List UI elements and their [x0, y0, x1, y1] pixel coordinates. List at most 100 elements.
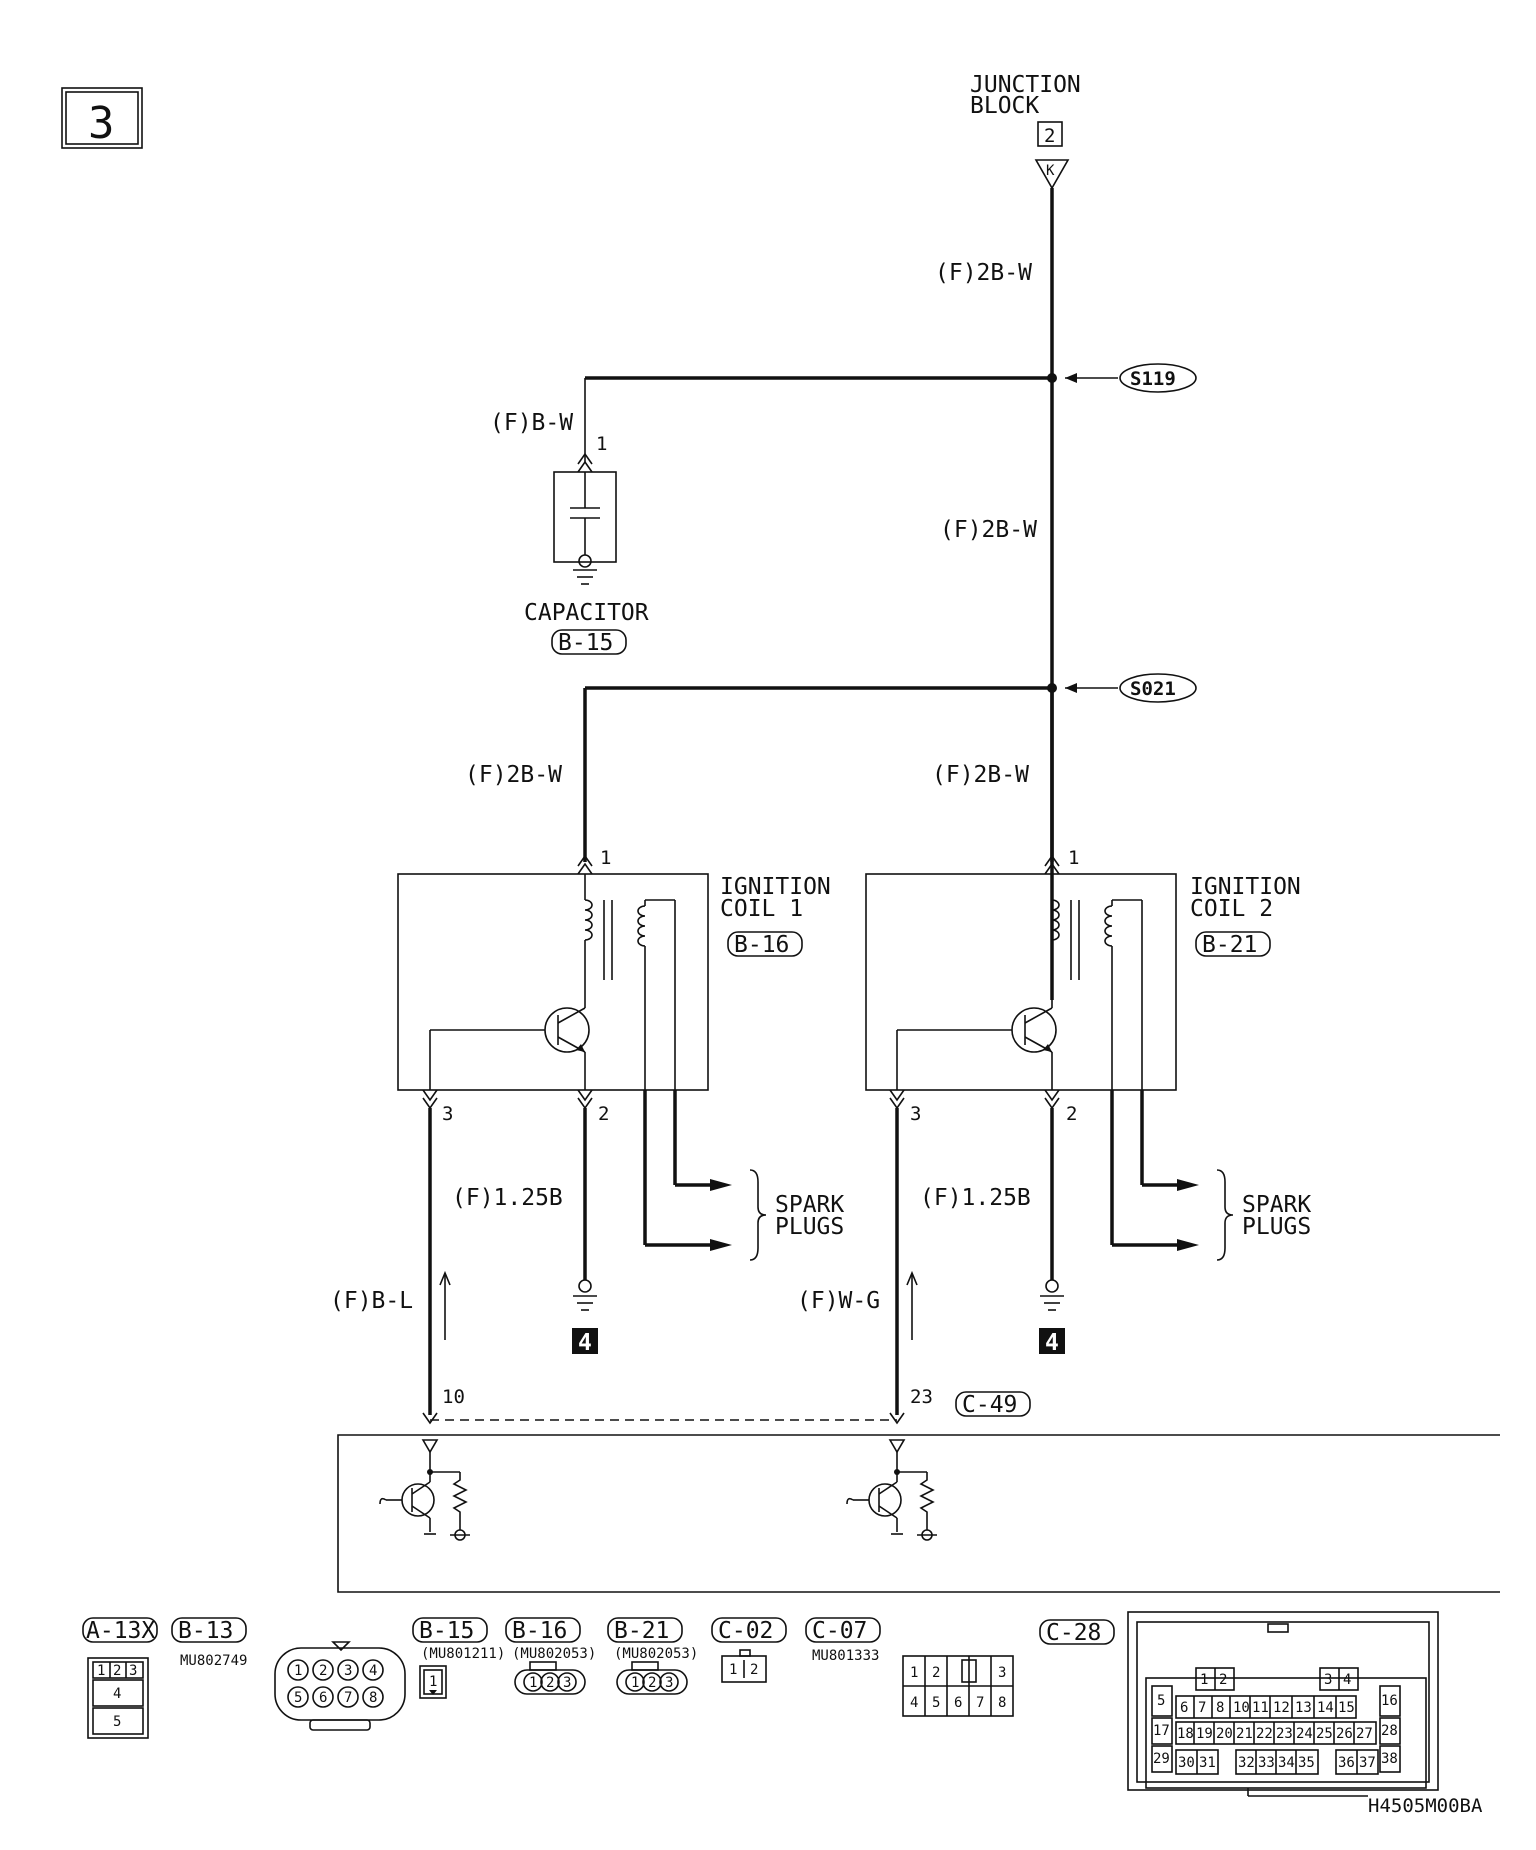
capacitor: (F)B-W 1 CAPACITOR B-15 — [490, 378, 649, 656]
junction-block-connector-letter: K — [1046, 163, 1055, 179]
coil1-feed-wire-label: (F)2B-W — [465, 762, 562, 788]
c02-pin-2: 2 — [750, 1662, 758, 1678]
b13-part-number: MU802749 — [180, 1653, 247, 1669]
a13x-pin-3: 3 — [129, 1663, 137, 1679]
connector-view-a13x: A-13X 1 2 3 4 5 — [82, 1617, 158, 1739]
b13-pin-8: 8 — [369, 1690, 377, 1706]
c07-pin-3: 3 — [998, 1665, 1006, 1681]
c28-label: C-28 — [1046, 1620, 1101, 1646]
junction-block-label-line2: BLOCK — [970, 93, 1039, 119]
capacitor-pin-1: 1 — [596, 433, 607, 455]
coil2-signal-wire-label: (F)W-G — [797, 1288, 880, 1314]
coil2-feed-wire-label: (F)2B-W — [932, 762, 1029, 788]
c28-pin-5: 5 — [1157, 1693, 1165, 1709]
connector-view-c02: C-02 1 2 — [711, 1617, 787, 1683]
coil1-ground-wire-label: (F)1.25B — [452, 1185, 563, 1211]
c28-pin-16: 16 — [1381, 1693, 1398, 1709]
c07-part-number: MU801333 — [812, 1648, 879, 1664]
c28-pin-20: 20 — [1216, 1726, 1233, 1742]
s021-pointer-arrow — [1065, 683, 1077, 693]
c07-pin-8: 8 — [998, 1695, 1006, 1711]
coil2-ground-ref: 4 — [1045, 1330, 1059, 1356]
c07-pin-7: 7 — [976, 1695, 984, 1711]
c28-pin-2: 2 — [1219, 1672, 1227, 1688]
b13-pin-3: 3 — [344, 1663, 352, 1679]
c28-pin-29: 29 — [1153, 1751, 1170, 1767]
c28-pin-24: 24 — [1296, 1726, 1313, 1742]
b16-pin-1: 1 — [529, 1675, 537, 1691]
coil2-name-line2: COIL 2 — [1190, 896, 1273, 922]
page-number: 3 — [88, 98, 115, 149]
ecu-connector-label: C-49 — [962, 1392, 1017, 1418]
coil1-pin-3: 3 — [442, 1103, 453, 1125]
c28-pin-13: 13 — [1295, 1700, 1312, 1716]
b13-pin-2: 2 — [319, 1663, 327, 1679]
c28-pin-26: 26 — [1336, 1726, 1353, 1742]
c28-pin-19: 19 — [1196, 1726, 1213, 1742]
c28-pin-7: 7 — [1198, 1700, 1206, 1716]
c28-pin-3: 3 — [1324, 1672, 1332, 1688]
c28-pin-30: 30 — [1178, 1755, 1195, 1771]
a13x-label: A-13X — [86, 1618, 155, 1644]
junction-block: JUNCTION BLOCK 2 K — [970, 72, 1081, 190]
b16-pin-3: 3 — [563, 1675, 571, 1691]
c28-pin-32: 32 — [1238, 1755, 1255, 1771]
c28-pin-38: 38 — [1381, 1751, 1398, 1767]
coil1-connector: B-16 — [734, 932, 789, 958]
c28-pin-1: 1 — [1200, 1672, 1208, 1688]
c07-label: C-07 — [812, 1618, 867, 1644]
coil2-spark-plugs-line2: PLUGS — [1242, 1214, 1311, 1240]
coil1-pin-2: 2 — [598, 1103, 609, 1125]
ignition-coil-1: (F)2B-W 1 IGNITION COIL 1 B-16 — [330, 688, 844, 1415]
a13x-pin-4: 4 — [113, 1686, 121, 1702]
c28-pin-17: 17 — [1153, 1723, 1170, 1739]
connector-view-b16: B-16 (MU802053) 1 2 3 — [505, 1617, 596, 1695]
b13-label: B-13 — [178, 1618, 233, 1644]
coil1-ground-ref: 4 — [578, 1330, 592, 1356]
coil2-pin-3: 3 — [910, 1103, 921, 1125]
b13-pin-7: 7 — [344, 1690, 352, 1706]
b21-pin-2: 2 — [648, 1675, 656, 1691]
b15-pin-1: 1 — [429, 1674, 437, 1690]
b21-part-number: (MU802053) — [614, 1646, 698, 1662]
c28-pin-6: 6 — [1180, 1700, 1188, 1716]
coil2-pin-2: 2 — [1066, 1103, 1077, 1125]
coil2-spark-plugs-line1: SPARK — [1242, 1192, 1311, 1218]
c28-pin-8: 8 — [1216, 1700, 1224, 1716]
ignition-coil-2: (F)2B-W 1 IGNITION COIL 2 B-21 3 — [797, 688, 1311, 1415]
c28-pin-37: 37 — [1359, 1755, 1376, 1771]
junction-block-label-line1: JUNCTION — [970, 72, 1081, 98]
b21-label: B-21 — [614, 1618, 669, 1644]
capacitor-connector: B-15 — [558, 630, 613, 656]
page-number-box: 3 — [61, 87, 143, 149]
coil2-pin-1: 1 — [1068, 847, 1079, 869]
c28-pin-14: 14 — [1317, 1700, 1334, 1716]
coil1-spark-plugs-line2: PLUGS — [775, 1214, 844, 1240]
coil1-pin-1: 1 — [600, 847, 611, 869]
c28-pin-25: 25 — [1316, 1726, 1333, 1742]
b16-pin-2: 2 — [546, 1675, 554, 1691]
splice-s119-label: S119 — [1130, 368, 1176, 390]
c28-pin-12: 12 — [1273, 1700, 1290, 1716]
splice-s021-tag: S021 — [1119, 673, 1197, 703]
c07-pin-2: 2 — [932, 1665, 940, 1681]
c28-pin-21: 21 — [1236, 1726, 1253, 1742]
c28-pin-15: 15 — [1338, 1700, 1355, 1716]
b21-pin-1: 1 — [631, 1675, 639, 1691]
a13x-pin-1: 1 — [97, 1663, 105, 1679]
c28-pin-11: 11 — [1252, 1700, 1269, 1716]
coil2-name-line1: IGNITION — [1190, 874, 1301, 900]
figure-code: H4505M00BA — [1368, 1795, 1483, 1817]
c07-pin-6: 6 — [954, 1695, 962, 1711]
s119-pointer-arrow — [1065, 373, 1077, 383]
b13-pin-5: 5 — [294, 1690, 302, 1706]
c28-pin-34: 34 — [1278, 1755, 1295, 1771]
b13-pin-6: 6 — [319, 1690, 327, 1706]
a13x-pin-2: 2 — [113, 1663, 121, 1679]
c28-pin-33: 33 — [1258, 1755, 1275, 1771]
b13-pin-1: 1 — [294, 1663, 302, 1679]
coil1-signal-wire-label: (F)B-L — [330, 1288, 413, 1314]
c28-pin-23: 23 — [1276, 1726, 1293, 1742]
b15-part-number: (MU801211) — [421, 1646, 505, 1662]
splice-s021-label: S021 — [1130, 678, 1176, 700]
